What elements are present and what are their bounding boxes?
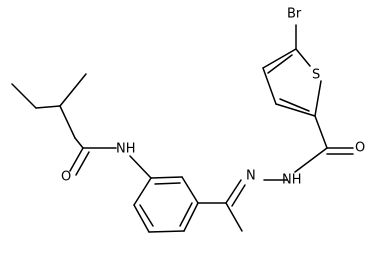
bond-carbonyl-o-1 (69, 147, 84, 172)
bond-thiophene-c2-c3 (275, 103, 316, 117)
bond-ring-b (181, 176, 199, 204)
atom-label-s: S (312, 68, 320, 83)
bond-thiophene-c4-c5 (262, 48, 297, 69)
atom-label-br: Br (287, 7, 302, 22)
bond-ring-c-inner (179, 202, 193, 227)
bonds (11, 24, 354, 233)
bond-thiophene-c3-c4 (262, 67, 277, 105)
bond-ring-a (150, 176, 183, 179)
bond-methine-carbonyl (74, 137, 84, 149)
bond-nh-carbonyl (294, 147, 328, 173)
bond-ring-e (133, 204, 150, 233)
bond-thiophene-c4-c5-inner (267, 54, 293, 74)
bond-nh-ring (129, 155, 152, 179)
bond-ring-c (183, 202, 199, 232)
bond-imine-methyl (225, 202, 243, 232)
atom-label-o-right: O (355, 141, 365, 156)
bond-carbonyl-o-2 (75, 151, 90, 176)
bond-ch2-upper (59, 105, 76, 139)
bond-ring-d (148, 230, 185, 233)
bond-thiophene-c2-s (314, 80, 322, 117)
bond-ring-f (133, 177, 152, 206)
atom-label-nh-amide: NH (116, 142, 136, 157)
atom-labels: Br S O O NH NH N (61, 7, 365, 188)
bond-imine-double-1 (225, 179, 242, 204)
atom-label-nh-hydrazide: NH (282, 173, 302, 188)
atom-label-o-left: O (61, 170, 71, 185)
bond-ethyl-left (11, 83, 37, 109)
bond-thiophene-c5-s (295, 48, 311, 67)
bond-ring-a-inner (154, 182, 181, 185)
bond-ethyl-upper (59, 73, 87, 107)
atom-label-n-imine: N (246, 169, 256, 184)
bond-carbonyl-thiophene (314, 115, 328, 149)
bond-ch2-left (35, 105, 61, 109)
bond-thiophene-c2-c3-inner (279, 98, 310, 112)
bond-ring-e-inner (139, 204, 154, 227)
bond-imine-double-2 (231, 184, 246, 207)
